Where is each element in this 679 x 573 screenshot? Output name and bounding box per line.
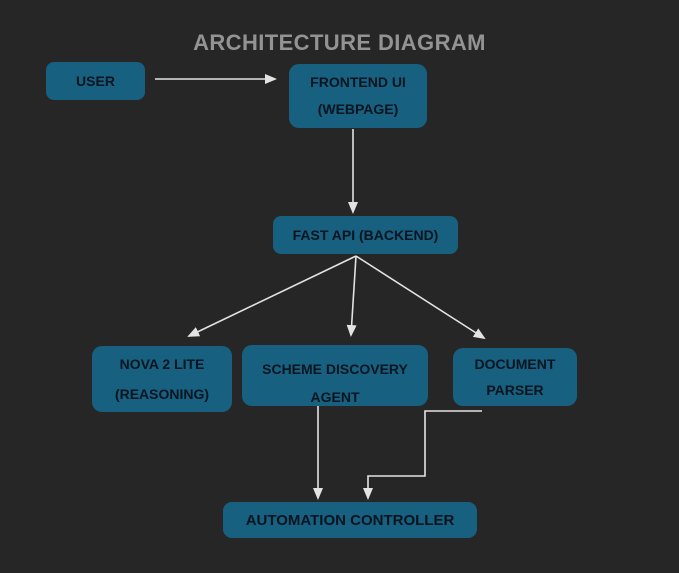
edge-fastapi-to-nova (187, 255, 357, 337)
node-frontend-ui-line2: (WEBPAGE) (317, 101, 399, 117)
node-fast-api-backend: FAST API (BACKEND) (273, 216, 458, 254)
node-user-label: USER (76, 72, 115, 89)
node-document-parser-line1: DOCUMENT (474, 356, 556, 372)
node-nova-2-lite-line1: NOVA 2 LITE (119, 356, 205, 372)
edge-parser-to-automation (363, 410, 482, 500)
edge-fastapi-to-parser (355, 255, 486, 340)
node-automation-controller: AUTOMATION CONTROLLER (223, 502, 477, 538)
node-automation-controller-label: AUTOMATION CONTROLLER (245, 511, 455, 529)
node-document-parser: DOCUMENT PARSER (453, 348, 577, 406)
node-nova-2-lite: NOVA 2 LITE (REASONING) (92, 346, 232, 412)
node-frontend-ui-line1: FRONTEND UI (310, 74, 406, 90)
node-nova-2-lite-line2: (REASONING) (114, 386, 210, 402)
diagram-title: ARCHITECTURE DIAGRAM (193, 30, 486, 55)
node-scheme-discovery-agent-line1: SCHEME DISCOVERY (262, 361, 408, 377)
node-fast-api-backend-label: FAST API (BACKEND) (292, 226, 439, 243)
node-document-parser-line2: PARSER (486, 382, 544, 398)
node-scheme-discovery-agent-line2: AGENT (310, 389, 360, 405)
edge-fastapi-to-scheme (346, 255, 357, 337)
node-user: USER (46, 62, 145, 100)
node-scheme-discovery-agent: SCHEME DISCOVERY AGENT (242, 345, 428, 406)
node-frontend-ui: FRONTEND UI (WEBPAGE) (289, 64, 427, 128)
